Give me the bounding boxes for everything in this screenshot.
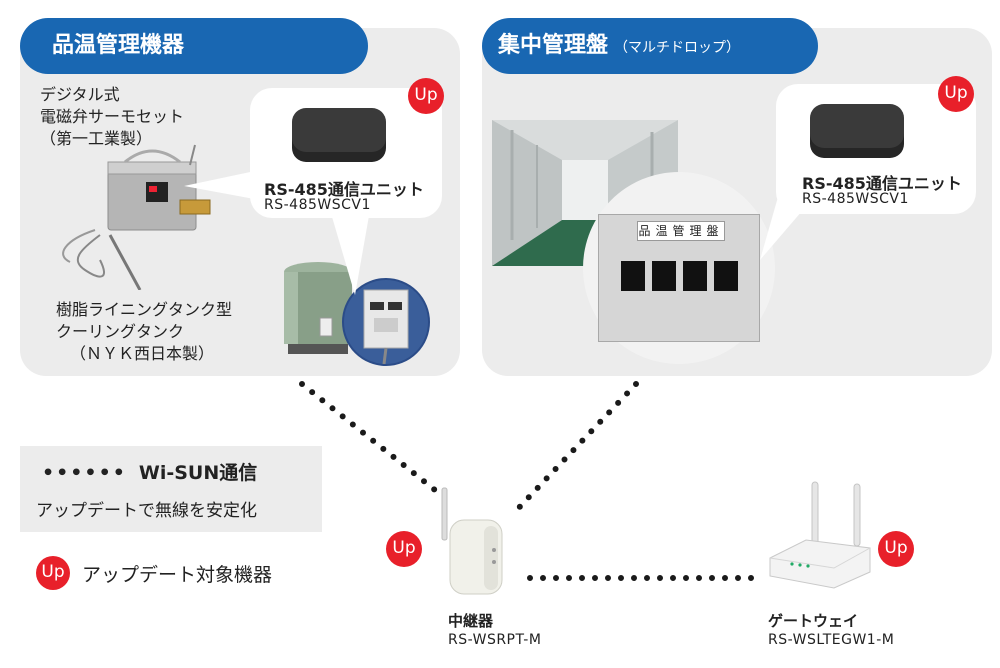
repeater-up-badge: Up [386, 531, 422, 567]
right-unit-model: RS-485WSCV1 [802, 191, 909, 207]
right-unit-up-badge: Up [938, 76, 974, 112]
gateway-image [769, 481, 871, 589]
left-panel-title-text: 品温管理機器 [52, 33, 185, 58]
legend-target-label: アップデート対象機器 [82, 564, 273, 586]
legend-wisun: •••••• Wi-SUN通信 [42, 458, 257, 485]
thermostat-label: デジタル式 電磁弁サーモセット （第一工業製） [40, 84, 184, 150]
gateway-model: RS-WSLTEGW1-M [768, 632, 895, 648]
right-panel-title: 集中管理盤 （マルチドロップ） [482, 18, 818, 74]
tank-closeup-circle [342, 278, 430, 366]
thermostat-image [62, 144, 211, 290]
repeater-name: 中継器 [448, 612, 494, 630]
tank-label-line3: （ＮＹＫ西日本製） [70, 344, 215, 363]
legend-wisun-label: Wi-SUN通信 [138, 462, 258, 484]
controller-3 [683, 261, 707, 291]
control-panel-box: 品温管理盤 [598, 214, 760, 342]
repeater-image [441, 487, 503, 595]
legend-box [20, 446, 322, 532]
control-box-image [363, 289, 409, 364]
gateway-up-badge: Up [878, 531, 914, 567]
controller-2 [652, 261, 676, 291]
repeater-model: RS-WSRPT-M [448, 632, 542, 648]
left-panel-title: 品温管理機器 [20, 18, 368, 74]
left-bubble-tail [184, 170, 370, 295]
controller-1 [621, 261, 645, 291]
control-panel-label: 品温管理盤 [637, 221, 725, 241]
link-right-to-repeater [509, 381, 639, 518]
gateway-name: ゲートウェイ [768, 612, 859, 630]
tank-image [284, 262, 352, 354]
left-unit-model: RS-485WSCV1 [264, 197, 371, 213]
thermostat-label-line3: （第一工業製） [40, 129, 153, 148]
thermostat-label-line1: デジタル式 [40, 85, 120, 104]
legend-update-note: アップデートで無線を安定化 [36, 501, 257, 521]
controller-4 [714, 261, 738, 291]
right-panel-subtitle: （マルチドロップ） [614, 40, 741, 56]
legend-dots: •••••• [42, 462, 127, 484]
left-unit-up-badge: Up [408, 78, 444, 114]
tank-label-line2: クーリングタンク [56, 322, 185, 341]
link-left-to-repeater [299, 381, 443, 497]
right-unit-image [810, 104, 904, 158]
left-unit-image [292, 108, 386, 162]
tank-label-line1: 樹脂ライニングタンク型 [56, 300, 233, 319]
thermostat-label-line2: 電磁弁サーモセット [40, 107, 185, 126]
left-unit-name: RS-485通信ユニット [264, 180, 424, 199]
tank-label: 樹脂ライニングタンク型 クーリングタンク （ＮＹＫ西日本製） [56, 299, 232, 365]
right-panel-title-text: 集中管理盤 [498, 33, 609, 58]
legend-up-badge: Up [36, 556, 70, 590]
right-unit-name: RS-485通信ユニット [802, 174, 962, 193]
